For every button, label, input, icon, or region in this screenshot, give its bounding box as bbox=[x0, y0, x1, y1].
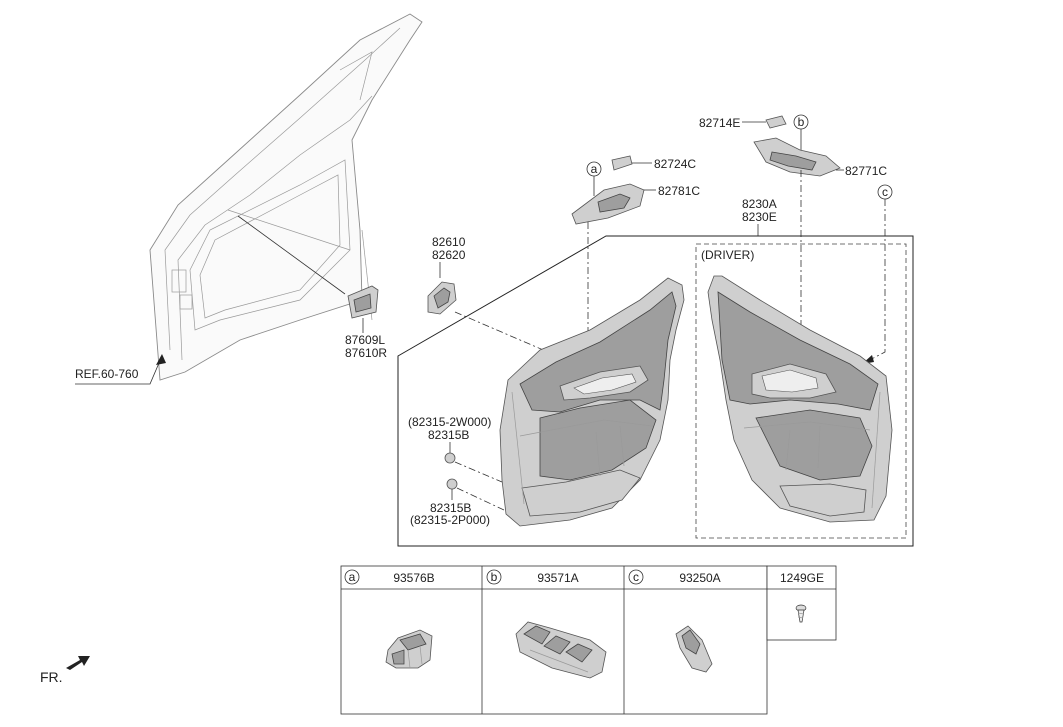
legend-part-93571A: 93571A bbox=[537, 571, 578, 585]
legend-cell-1249GE bbox=[766, 565, 837, 641]
door-trim-right bbox=[707, 275, 893, 523]
label-ref: REF.60-760 bbox=[75, 367, 139, 381]
switch-93250A bbox=[675, 625, 713, 673]
switch-93576B bbox=[385, 629, 433, 669]
label-87609L: 87609L bbox=[345, 333, 385, 347]
dash-clip-top bbox=[454, 461, 503, 483]
legend-key-a: a bbox=[349, 570, 356, 584]
circle-b-label: b bbox=[798, 115, 805, 129]
label-driver: (DRIVER) bbox=[701, 248, 754, 262]
label-82724C: 82724C bbox=[654, 157, 696, 171]
part-82714E bbox=[765, 115, 787, 129]
label-82771C: 82771C bbox=[845, 164, 887, 178]
clip-bottom bbox=[446, 478, 458, 490]
label-82781C: 82781C bbox=[658, 184, 700, 198]
switch-93571A bbox=[515, 621, 607, 679]
driver-box bbox=[695, 243, 907, 539]
label-82610: 82610 bbox=[432, 235, 466, 249]
legend-circle-b bbox=[486, 569, 502, 585]
legend-key-b: b bbox=[491, 570, 498, 584]
label-82315-2P000: (82315-2P000) bbox=[410, 513, 490, 527]
legend-part-93576B: 93576B bbox=[393, 571, 434, 585]
dash-handle bbox=[454, 311, 549, 353]
legend-part-93250A: 93250A bbox=[679, 571, 720, 585]
dash-clip-bottom bbox=[456, 487, 505, 511]
label-82620: 82620 bbox=[432, 248, 466, 262]
label-87610R: 87610R bbox=[345, 346, 387, 360]
inside-handle bbox=[427, 281, 457, 315]
legend-key-c: c bbox=[633, 570, 639, 584]
label-8230A: 8230A bbox=[742, 197, 777, 211]
screw-1249GE-icon bbox=[795, 604, 807, 623]
door-frame bbox=[149, 13, 423, 381]
label-8230E: 8230E bbox=[742, 210, 777, 224]
switch-panel-a bbox=[571, 183, 645, 225]
switch-panel-b bbox=[753, 137, 841, 177]
legend-part-1249GE: 1249GE bbox=[780, 571, 824, 585]
dash-switch-c bbox=[861, 199, 886, 365]
legend-circle-a bbox=[344, 569, 360, 585]
circle-c-label: c bbox=[882, 185, 888, 199]
label-82315B-bottom: 82315B bbox=[430, 501, 471, 515]
label-fr: FR. bbox=[40, 669, 63, 685]
legend-table: a 93576B b 93571A c 93250A 1249GE bbox=[340, 565, 837, 715]
part-82724C bbox=[611, 155, 633, 171]
circle-a-label: a bbox=[591, 162, 598, 176]
clip-top bbox=[444, 452, 456, 464]
legend-circle-c bbox=[628, 569, 644, 585]
label-82315B-top: 82315B bbox=[428, 428, 469, 442]
trim-frame bbox=[397, 235, 914, 547]
label-82714E: 82714E bbox=[699, 116, 740, 130]
leader-ref bbox=[75, 355, 163, 385]
front-arrow-icon bbox=[66, 656, 90, 670]
ref-arrow-icon bbox=[156, 354, 166, 365]
label-82315-2W000: (82315-2W000) bbox=[408, 415, 491, 429]
door-trim-left bbox=[499, 277, 685, 527]
leader-87609 bbox=[237, 215, 346, 295]
